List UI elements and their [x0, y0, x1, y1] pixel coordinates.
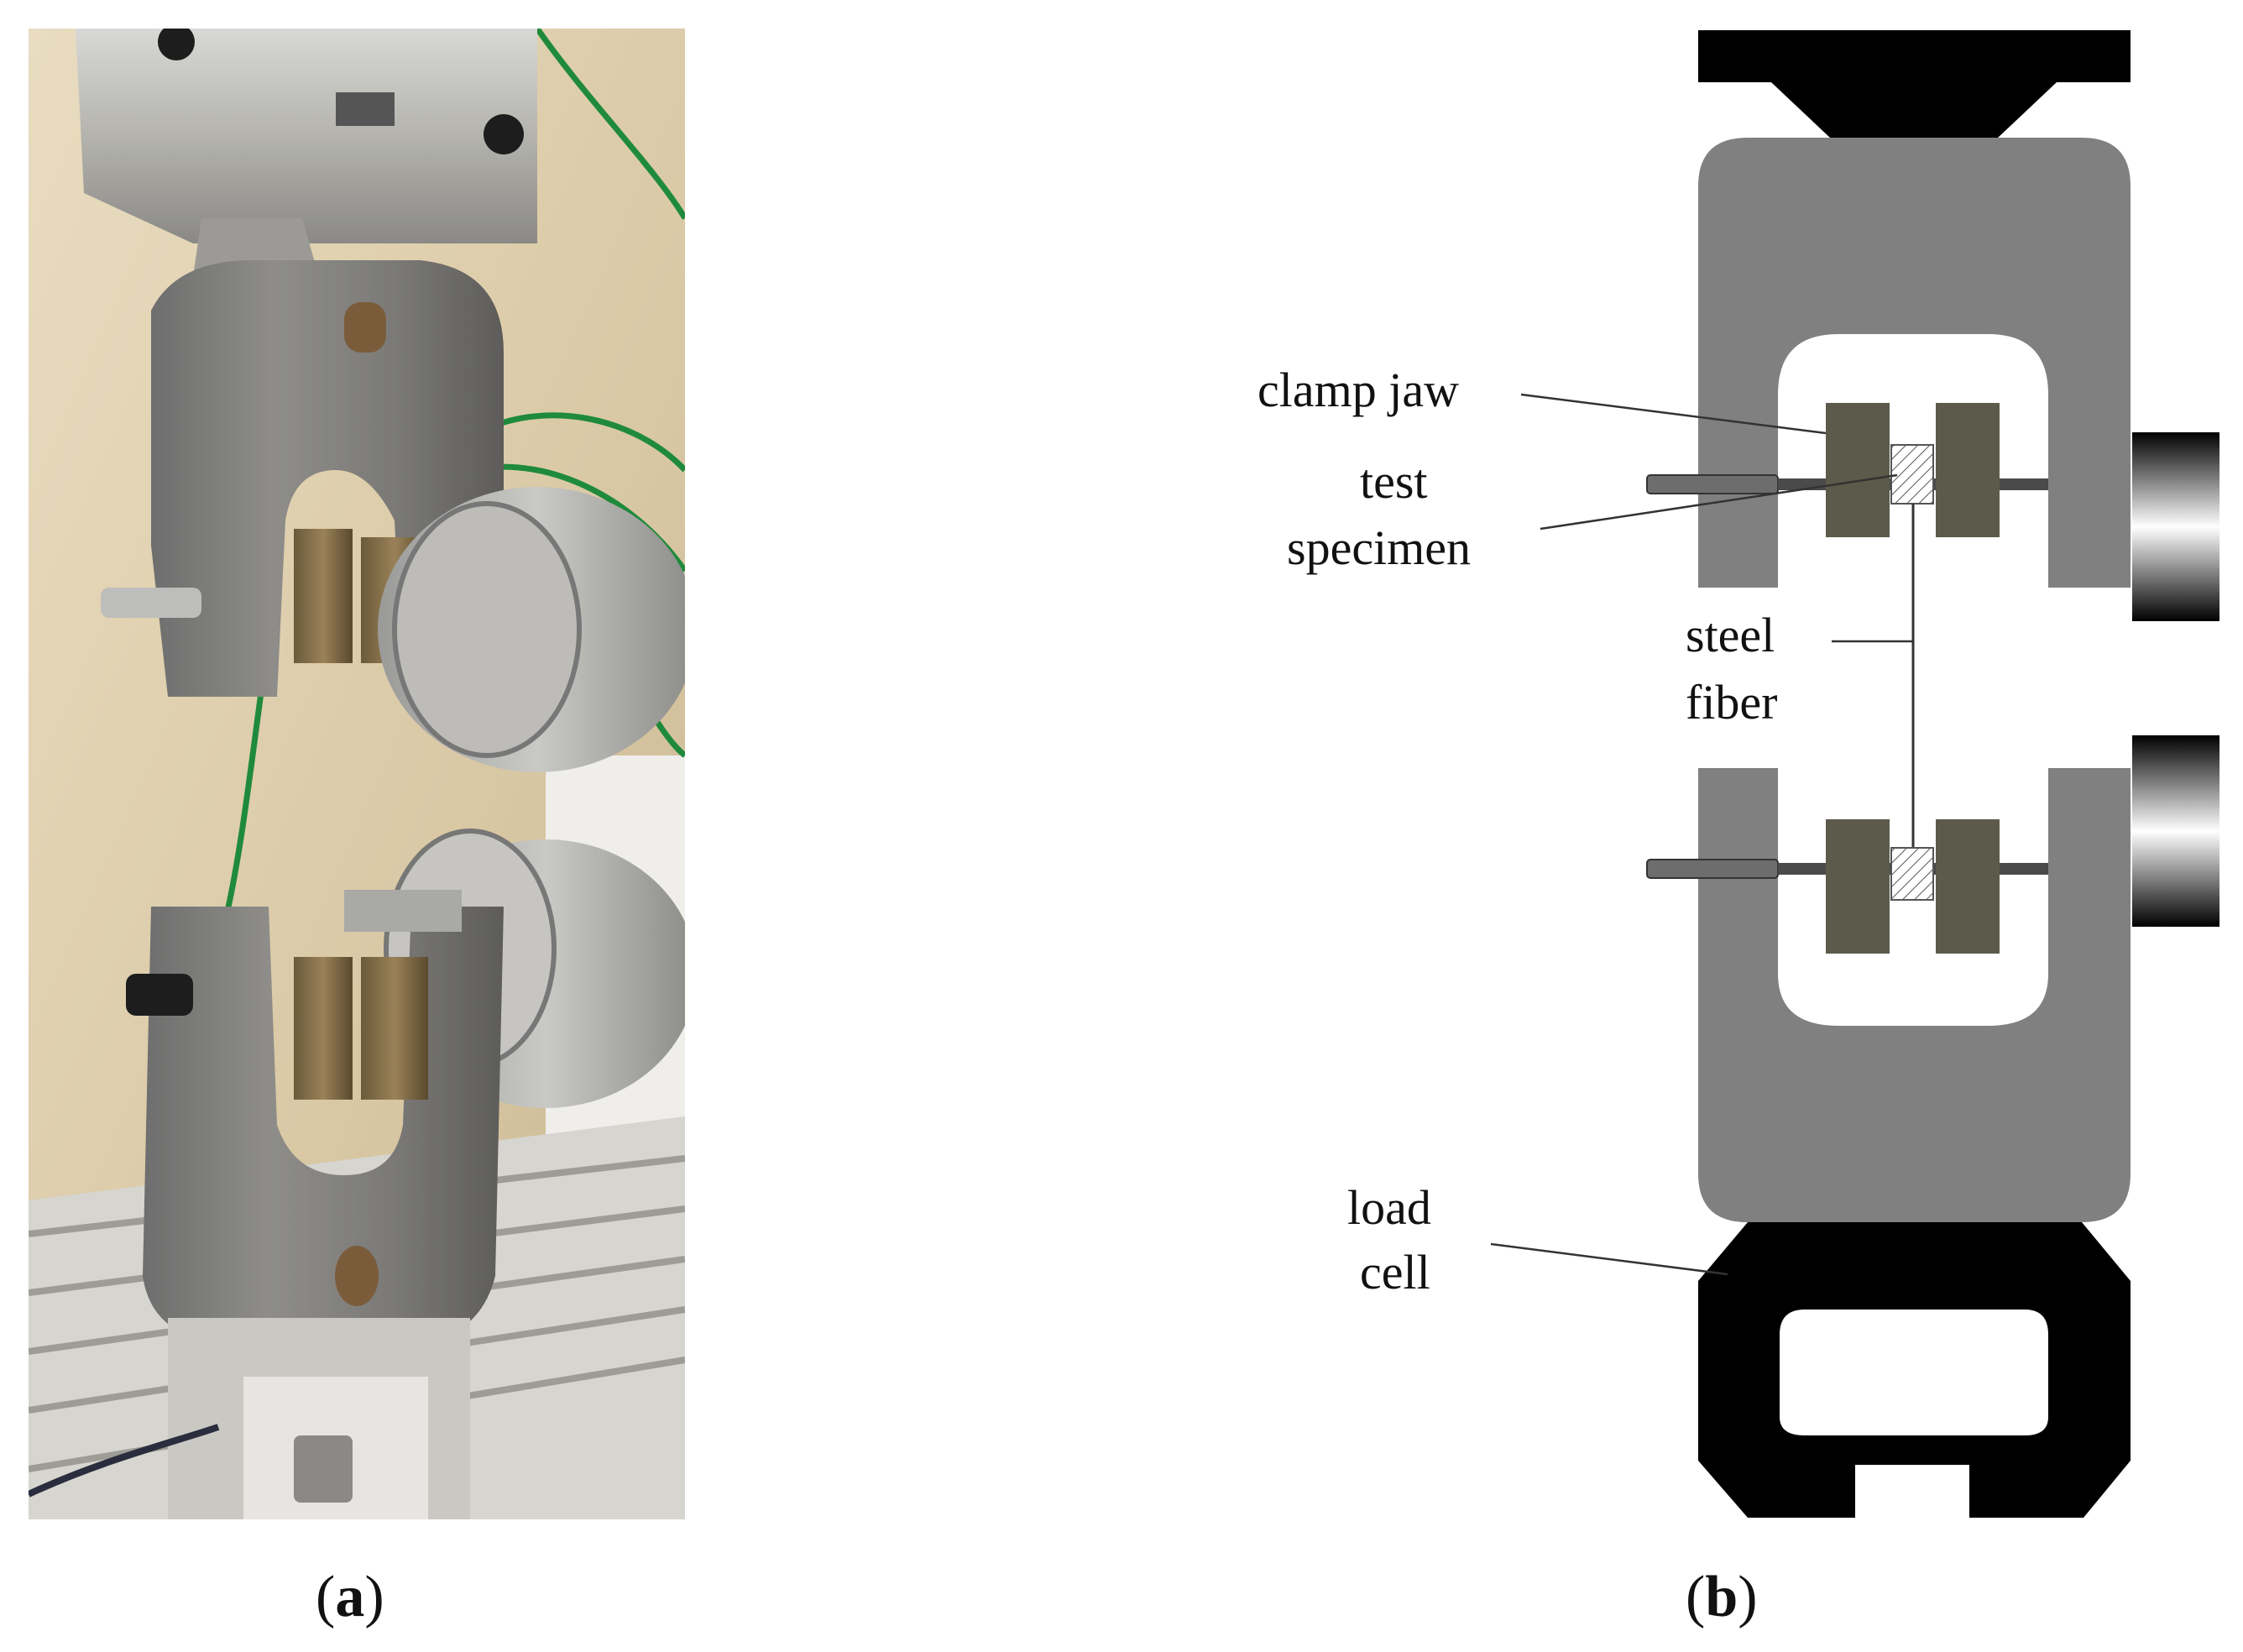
schematic-leader-lines [1490, 393, 1913, 1276]
photo-top-jaw-left [294, 529, 353, 663]
photo-bottom-jaw-left [294, 957, 353, 1100]
schematic-top-frame [1698, 138, 2131, 588]
caption-a-close: ) [364, 1565, 384, 1629]
photo-top-bolt-knob [344, 302, 386, 353]
leader-clamp-jaw [1520, 393, 1827, 435]
leader-test-specimen [1540, 473, 1898, 531]
photo-bottom-fitting [294, 1435, 353, 1503]
caption-b: (b) [1686, 1565, 1758, 1629]
schematic-bottom-cylinder [2132, 735, 2219, 927]
caption-a: (a) [316, 1565, 384, 1629]
schematic-top-specimen [1890, 444, 1934, 504]
caption-b-letter: b [1705, 1565, 1738, 1629]
photo-bottom-jaw-right [361, 957, 428, 1100]
photo-top-side-screw [101, 588, 201, 618]
schematic-top-jaw-right [1936, 403, 2000, 537]
schematic-top-jaw-left [1826, 403, 1890, 537]
photo-bottom-bolt-knob [335, 1246, 379, 1306]
photo-top-disc-face [392, 501, 582, 758]
schematic-bottom-specimen [1890, 847, 1934, 901]
photo-bottom-jaw-top [344, 890, 462, 932]
photo-bolt-top-left [158, 29, 195, 60]
schematic-bottom-jaw-right [1936, 819, 2000, 954]
label-load: load [1347, 1180, 1431, 1235]
label-test: test [1360, 454, 1428, 509]
schematic-bottom-jaw-left [1826, 819, 1890, 954]
photo-panel [29, 29, 685, 1519]
photo-top-crosshead [76, 29, 537, 243]
label-fiber: fiber [1686, 675, 1778, 729]
photo-bolt-top-right [484, 114, 524, 154]
schematic-top-rod-left [1646, 474, 1779, 494]
photo-black-cable [29, 1424, 220, 1498]
schematic-load-cell [1698, 1222, 2131, 1518]
label-cell: cell [1360, 1245, 1430, 1299]
caption-b-open: ( [1686, 1565, 1705, 1629]
schematic-bottom-rod-left [1646, 859, 1779, 879]
schematic-bottom-frame [1698, 768, 2131, 1222]
label-specimen: specimen [1287, 520, 1471, 575]
caption-a-open: ( [316, 1565, 335, 1629]
leader-load-cell [1490, 1242, 1728, 1276]
schematic-panel: clamp jaw test specimen steel fiber load… [1257, 30, 2219, 1518]
label-clamp-jaw: clamp jaw [1257, 363, 1459, 417]
label-steel: steel [1686, 608, 1775, 662]
photo-top-bolt-slot [336, 92, 395, 126]
caption-b-close: ) [1738, 1565, 1757, 1629]
schematic-top-cylinder [2132, 432, 2219, 621]
schematic-top-crosshead [1698, 30, 2131, 138]
photo-bottom-side-screw [126, 974, 193, 1016]
caption-a-letter: a [335, 1565, 364, 1629]
